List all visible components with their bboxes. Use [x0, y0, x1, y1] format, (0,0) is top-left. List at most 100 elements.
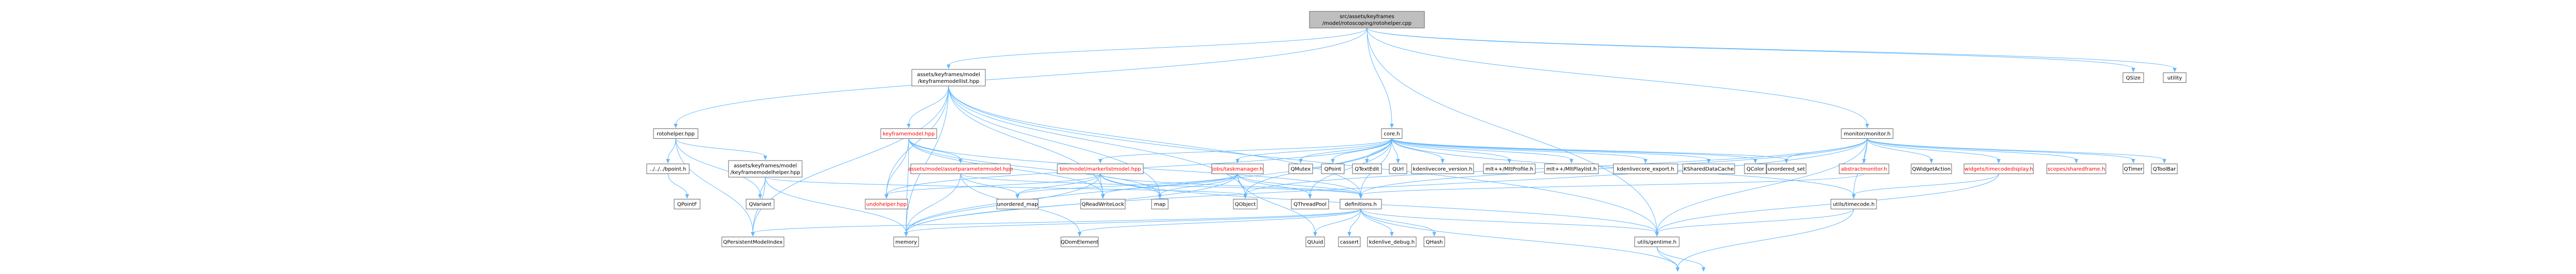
- node-unordered_map: unordered_map: [996, 199, 1039, 209]
- edge-line: [1366, 27, 2134, 69]
- edge-line: [1786, 138, 1868, 160]
- node-timecode[interactable]: utils/timecode.h: [1830, 199, 1877, 209]
- edge-coreh-to-markerlist: [1098, 138, 1392, 164]
- edge-line: [1656, 138, 1868, 233]
- node-assetparam[interactable]: assets/model/assetparametermodel.hpp: [908, 164, 1013, 174]
- node-mltprofile: mlt++/MltProfile.h: [1483, 164, 1536, 174]
- edge-line: [948, 85, 1246, 195]
- node-qthreadpool: QThreadPool: [1291, 199, 1329, 209]
- edge-bpoint-to-qpointf: [667, 174, 689, 199]
- edge-arrowhead: [1655, 232, 1659, 237]
- node-box: [893, 237, 919, 247]
- edge-arrowhead: [1701, 267, 1706, 272]
- node-label: /model/rotoscoping/rotohelper.cpp: [1322, 21, 1411, 26]
- edge-line: [1366, 27, 1868, 125]
- node-box: [721, 237, 784, 247]
- edge-arrowhead: [1676, 267, 1680, 272]
- edge-line: [675, 27, 1367, 125]
- node-label: QUrl: [1392, 167, 1404, 172]
- edge-line: [908, 85, 949, 125]
- node-memory: memory: [893, 237, 919, 247]
- edge-root-to-qsize: [1366, 27, 2135, 73]
- node-label: utility: [2167, 76, 2182, 81]
- edge-line: [1079, 209, 1361, 233]
- node-label: mlt++/MltPlaylist.h: [1547, 167, 1597, 172]
- edge-kfmodel-to-undohelper: [884, 138, 909, 199]
- edge-arrowhead: [1299, 159, 1303, 164]
- node-kfmodelhelper[interactable]: assets/keyframes/model/keyframemodelhelp…: [728, 160, 803, 178]
- edge-arrowhead: [1507, 159, 1511, 164]
- edge-markerlist-to-undohelper: [884, 174, 1101, 199]
- node-label: ../../../bpoint.h: [650, 167, 687, 172]
- node-box: [653, 128, 698, 139]
- node-qurl: QUrl: [1389, 164, 1407, 174]
- edge-coreh-to-kdenversion: [1391, 138, 1445, 164]
- edge-definitions-to-qpmi: [751, 209, 1361, 237]
- node-label: kdenlivecore_version.h: [1413, 167, 1472, 172]
- edge-root-to-utility: [1366, 27, 2177, 73]
- node-label: kdenlive_debug.h: [1369, 240, 1415, 246]
- edge-line: [1360, 209, 1435, 233]
- edge-line: [1656, 174, 1999, 233]
- edge-line: [760, 177, 766, 195]
- node-box: [1766, 164, 1807, 174]
- node-box: [1830, 199, 1877, 209]
- node-rotohelper[interactable]: rotohelper.hpp: [653, 128, 698, 139]
- node-sharedframe[interactable]: scopes/sharedframe.h: [2046, 164, 2106, 174]
- node-quuid: QUuid: [1305, 237, 1325, 247]
- node-label: kdenlivecore_export.h: [1617, 167, 1675, 172]
- edge-arrowhead: [1396, 159, 1400, 164]
- node-box: [1060, 237, 1099, 247]
- edge-line: [1391, 138, 1709, 160]
- node-box: [1291, 199, 1329, 209]
- node-box: [1211, 164, 1264, 174]
- edge-arrowhead: [1753, 159, 1757, 164]
- edge-gentime-to-cmath: [1656, 247, 1706, 272]
- edge-line: [906, 209, 1361, 233]
- edge-line: [960, 174, 1018, 195]
- node-markerlist[interactable]: bin/model/markerlistmodel.hpp: [1057, 164, 1144, 174]
- node-jobs[interactable]: jobs/taskmanager.h: [1211, 164, 1264, 174]
- node-label: mlt++/MltProfile.h: [1486, 167, 1534, 172]
- node-label: /keyframemodelhelper.hpp: [731, 170, 801, 176]
- node-monitor[interactable]: monitor/monitor.h: [1841, 128, 1894, 139]
- edge-line: [1853, 174, 1999, 195]
- node-bpoint[interactable]: ../../../bpoint.h: [646, 164, 690, 174]
- node-label: src/assets/keyframes: [1340, 14, 1394, 20]
- edge-arrowhead: [1432, 232, 1436, 237]
- node-box: [996, 199, 1039, 209]
- node-label: QDomElement: [1061, 240, 1099, 246]
- edge-arrowhead: [763, 155, 767, 161]
- node-kdenexport[interactable]: kdenlivecore_export.h: [1613, 164, 1678, 174]
- node-label: abstractmonitor.h: [1841, 167, 1887, 172]
- node-label: definitions.h: [1345, 202, 1377, 208]
- node-box: [911, 69, 986, 86]
- edge-line: [948, 85, 1657, 233]
- node-undohelper[interactable]: undohelper.hpp: [865, 199, 908, 209]
- edge-arrowhead: [2074, 159, 2078, 164]
- node-kfmodel[interactable]: keyframemodel.hpp: [880, 128, 937, 139]
- node-definitions[interactable]: definitions.h: [1340, 199, 1382, 209]
- edge-kfmodellist-to-map: [948, 85, 1162, 199]
- node-label: QThreadPool: [1293, 202, 1327, 208]
- edge-arrowhead: [904, 232, 908, 237]
- node-label: map: [1154, 202, 1166, 208]
- edge-line: [1366, 27, 1392, 125]
- edge-line: [1366, 27, 1657, 233]
- edge-coreh-to-qpoint: [1331, 138, 1392, 164]
- node-gentime[interactable]: utils/gentime.h: [1634, 237, 1680, 247]
- node-timecodedisp[interactable]: widgets/timecodedisplay.h: [1963, 164, 2034, 174]
- edge-arrowhead: [1015, 194, 1020, 199]
- node-utility: utility: [2163, 73, 2187, 83]
- node-map: map: [1151, 199, 1169, 209]
- edge-arrowhead: [907, 124, 911, 128]
- node-kfmodellist[interactable]: assets/keyframes/model/keyframemodellist…: [911, 69, 986, 86]
- edge-line: [1360, 174, 1865, 195]
- node-qpointf: QPointF: [674, 199, 701, 209]
- node-abstractmon[interactable]: abstractmonitor.h: [1839, 164, 1889, 174]
- node-coreh[interactable]: core.h: [1381, 128, 1403, 139]
- edge-line: [752, 209, 1361, 233]
- edge-line: [1100, 138, 1392, 160]
- node-label: QWidgetAction: [1912, 167, 1951, 172]
- edge-line: [1237, 174, 1311, 195]
